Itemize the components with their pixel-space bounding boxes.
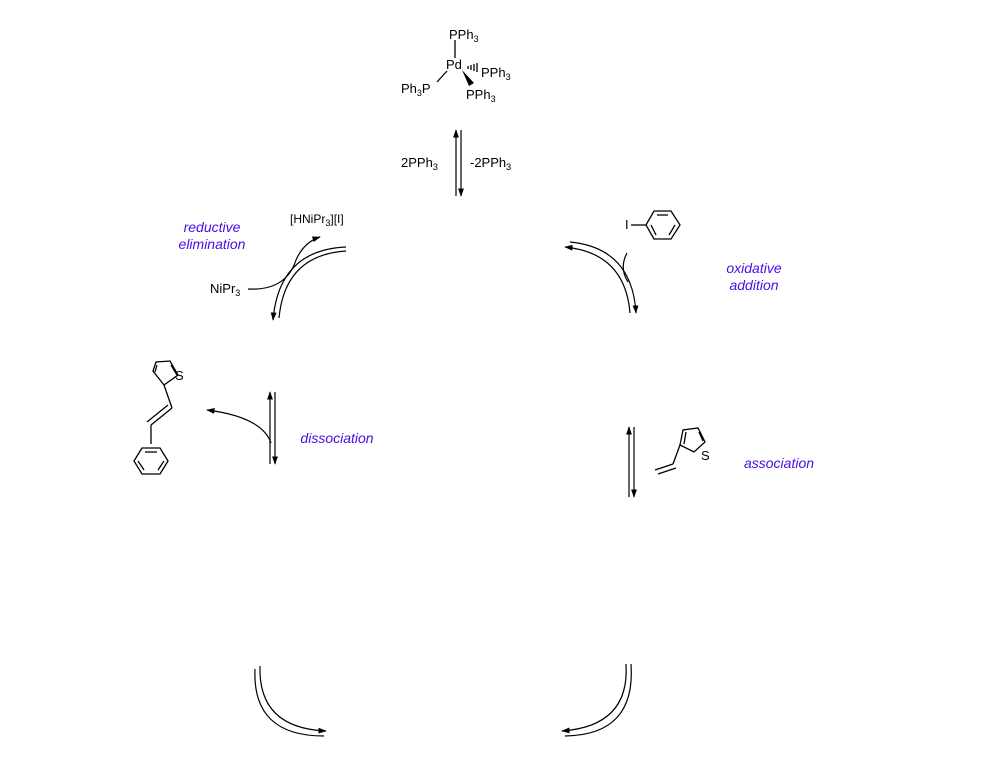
catalyst-ligand-bottom: PPh3 <box>466 87 496 104</box>
pd-p-left-bond <box>436 70 448 83</box>
iodine-atom: I <box>625 217 629 232</box>
ammonium-salt-label: [HNiPr3][I] <box>290 212 344 228</box>
ligand-gain-label: 2PPh3 <box>401 155 438 172</box>
base-label: NiPr3 <box>210 281 241 298</box>
catalyst-metal: Pd <box>446 57 462 72</box>
hashed-wedge-bond <box>467 63 478 72</box>
catalyst-ligand-top: PPh3 <box>449 27 479 44</box>
bottom-right-arrows <box>561 663 632 737</box>
association-arrows <box>626 426 637 498</box>
styrylthiophene-structure <box>133 360 179 475</box>
step-label-association: association <box>743 455 815 471</box>
bottom-left-arrows <box>254 665 327 737</box>
catalyst-ligand-right: PPh3 <box>481 65 511 82</box>
product-sulfur-atom: S <box>175 368 184 383</box>
dissociation-arrows <box>206 391 278 465</box>
ligand-loss-label: -2PPh3 <box>470 155 512 172</box>
reductive-elimination-arrows <box>247 236 347 321</box>
thiophene-sulfur-atom: S <box>701 448 710 463</box>
vinylthiophene-structure <box>654 427 706 475</box>
solid-wedge-bond <box>462 70 474 86</box>
catalyst-ligand-left: Ph3P <box>401 81 431 98</box>
top-equilibrium-arrows <box>453 129 464 197</box>
step-label-dissociation: dissociation <box>300 430 374 446</box>
iodobenzene-structure <box>631 210 681 240</box>
oxidative-addition-arrows <box>564 241 639 314</box>
catalyst-bonds <box>436 40 478 86</box>
